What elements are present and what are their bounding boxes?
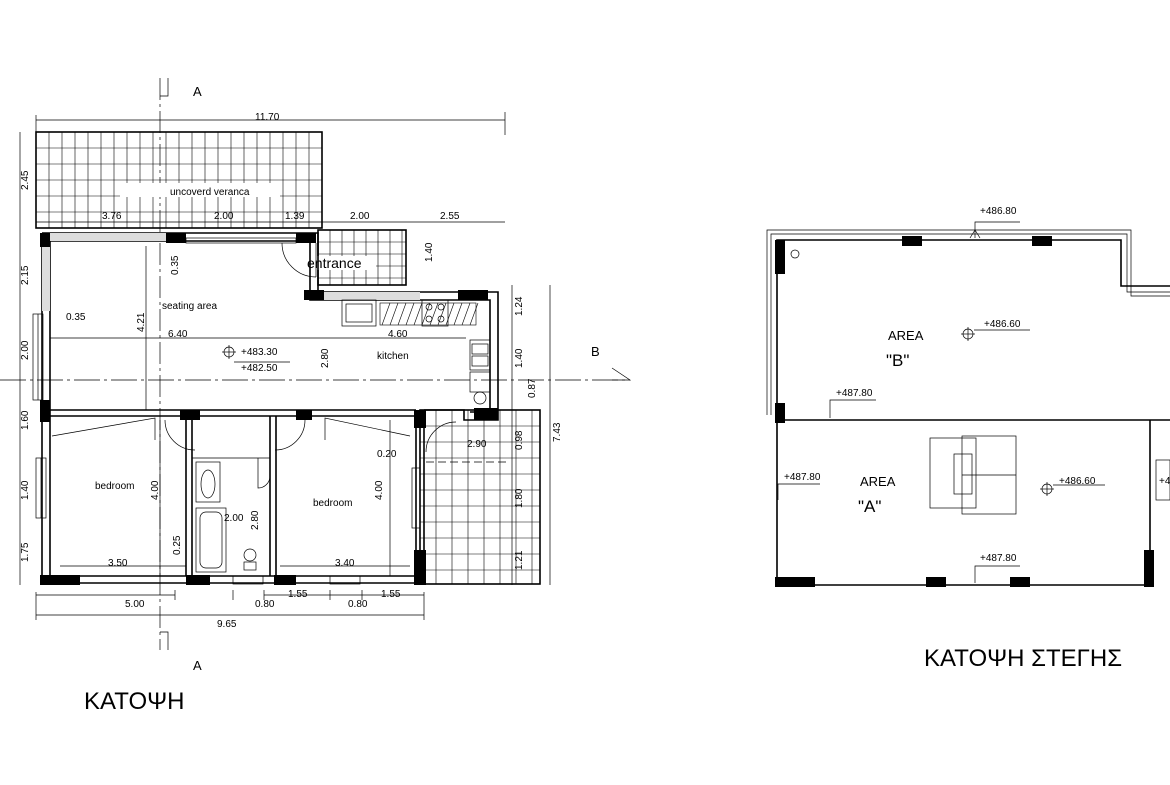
dim-bottom-4: 0.80 <box>348 599 368 610</box>
dim-inner-bed-left-w: 3.50 <box>108 558 128 569</box>
area-b-letter: "B" <box>886 351 909 370</box>
section-mark-a-top: A <box>193 84 202 99</box>
seating-area-label: seating area <box>162 301 217 312</box>
dim-top-total: 11.70 <box>255 112 280 123</box>
dim-top-1: 3.76 <box>102 211 122 222</box>
roof-level-top: +486.80 <box>980 206 1017 217</box>
kitchen-label: kitchen <box>377 351 409 362</box>
dim-inner-entrance: 1.40 <box>424 242 435 262</box>
dim-top-5: 2.55 <box>440 211 460 222</box>
dim-right-1: 1.24 <box>514 296 525 316</box>
dim-bottom-3: 1.55 <box>288 589 308 600</box>
hatch-line <box>397 302 407 326</box>
hatch-line <box>381 302 391 326</box>
dim-inner-kitchen-h: 2.80 <box>320 348 331 368</box>
wall-hatch <box>42 233 479 326</box>
dim-inner-width: 6.40 <box>168 329 188 340</box>
roof-level-mid: +487.80 <box>836 388 873 399</box>
level-lower: +482.50 <box>241 363 278 374</box>
dim-left-6: 1.75 <box>20 542 31 562</box>
dim-top-3: 1.39 <box>285 211 305 222</box>
bathroom-fixtures <box>195 461 257 573</box>
dim-bottom-2: 0.80 <box>255 599 275 610</box>
ground-plan-title: ΚΑΤΟΨΗ <box>84 688 185 715</box>
bedroom-left-label: bedroom <box>95 481 134 492</box>
hatch-line <box>445 302 455 326</box>
kitchen-fixtures <box>341 299 491 405</box>
dim-left-3: 2.00 <box>20 340 31 360</box>
dim-right-4: 0.98 <box>514 430 525 450</box>
roof-level-a: +486.60 <box>1059 476 1096 487</box>
dim-right-total: 7.43 <box>552 422 563 442</box>
dim-top-2: 2.00 <box>214 211 234 222</box>
level-upper: +483.30 <box>241 347 278 358</box>
dim-right-5: 1.80 <box>514 488 525 508</box>
hatch-line <box>389 302 399 326</box>
dimension-lines <box>19 112 551 620</box>
dim-right-6: 1.21 <box>514 550 525 570</box>
dim-inner-bath-wall: 0.25 <box>172 535 183 555</box>
veranda-tiles: uncoverd veranca <box>35 131 323 229</box>
roof-level-bottom: +487.80 <box>980 553 1017 564</box>
level-marker <box>222 345 290 363</box>
dim-right-2: 1.40 <box>514 348 525 368</box>
hatch-line <box>461 302 471 326</box>
dim-inner-bed-left: 4.00 <box>150 480 161 500</box>
roof-plan <box>766 221 1170 587</box>
windows <box>32 237 421 585</box>
section-mark-a-bottom: A <box>193 658 202 673</box>
dim-inner-height: 4.21 <box>136 312 147 332</box>
dim-inner-window: 0.35 <box>66 312 86 323</box>
dim-bottom-5: 1.55 <box>381 589 401 600</box>
dim-inner-wall: 0.35 <box>170 255 181 275</box>
roof-labels: +486.80 +486.60 +487.80 +487.80 +486.60 … <box>784 206 1170 564</box>
bedroom-right-label: bedroom <box>313 498 352 509</box>
ground-floor-walls <box>41 232 499 584</box>
area-b-label: AREA <box>888 328 924 343</box>
dim-inner-bath-h: 2.80 <box>250 510 261 530</box>
dim-inner-bath-w: 2.00 <box>224 513 244 524</box>
roof-plan-title: ΚΑΤΟΨΗ ΣΤΕΓΗΣ <box>924 645 1122 672</box>
roof-level-left: +487.80 <box>784 472 821 483</box>
hatch-line <box>469 302 479 326</box>
dim-bottom-total: 9.65 <box>217 619 237 630</box>
dim-left-2: 2.15 <box>20 265 31 285</box>
dim-bottom-1: 5.00 <box>125 599 145 610</box>
dimension-texts: 11.70 3.76 2.00 1.39 2.00 2.55 2.45 2.15… <box>20 112 563 630</box>
hatch-line <box>405 302 415 326</box>
section-mark-b: B <box>591 344 600 359</box>
entrance-label: entrance <box>307 255 362 271</box>
dim-top-4: 2.00 <box>350 211 370 222</box>
room-labels: seating area kitchen bedroom bedroom +48… <box>95 301 409 509</box>
dim-right-3: 0.87 <box>527 378 538 398</box>
dim-left-5: 1.40 <box>20 480 31 500</box>
area-a-label: AREA <box>860 474 896 489</box>
veranda-label: uncoverd veranca <box>170 187 250 198</box>
hatch-line <box>453 302 463 326</box>
hatch-line <box>421 302 431 326</box>
dim-inner-bed-right: 4.00 <box>374 480 385 500</box>
roof-level-right: +4 <box>1159 476 1170 487</box>
dim-inner-bed-right-w: 3.40 <box>335 558 355 569</box>
doors <box>51 242 457 489</box>
dim-inner-tile: 2.90 <box>467 439 487 450</box>
roof-level-b: +486.60 <box>984 319 1021 330</box>
dim-inner-step: 0.20 <box>377 449 397 460</box>
columns <box>40 233 498 585</box>
dim-inner-kitchen-w: 4.60 <box>388 329 408 340</box>
hatch-line <box>413 302 423 326</box>
dim-left-4: 1.60 <box>20 410 31 430</box>
entrance-tiles: entrance <box>307 229 407 286</box>
hatch-line <box>429 302 439 326</box>
dim-left-1: 2.45 <box>20 170 31 190</box>
area-a-letter: "A" <box>858 497 881 516</box>
